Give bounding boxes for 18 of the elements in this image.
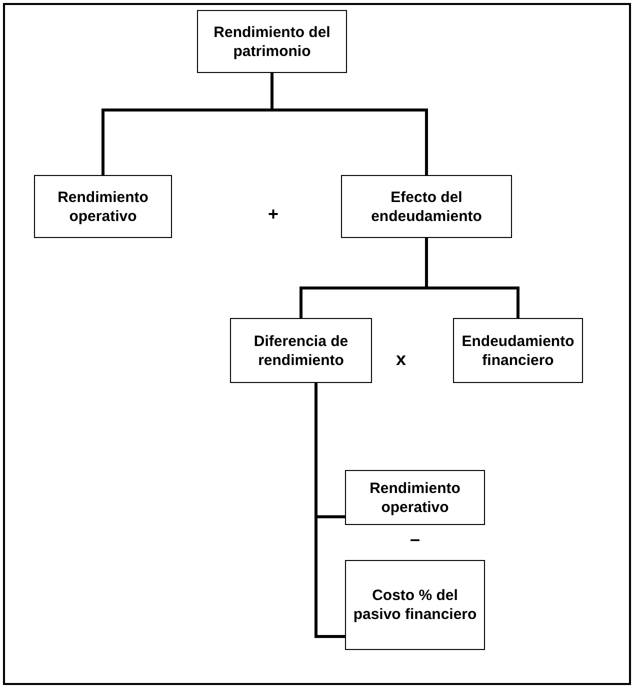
box-label: Rendimiento del patrimonio — [212, 22, 332, 60]
process-box — [345, 560, 485, 650]
operator-sign: x — [396, 350, 406, 368]
box-label: Costo % del pasivo financiero — [352, 586, 478, 624]
operator-sign: – — [410, 530, 420, 548]
box-label: Rendimiento operativo — [56, 188, 150, 226]
operator-sign: + — [268, 205, 279, 223]
process-box — [230, 318, 372, 383]
process-box — [345, 470, 485, 525]
process-box — [453, 318, 583, 383]
process-box — [197, 10, 347, 73]
box-label: Diferencia de rendimiento — [252, 332, 350, 370]
process-box — [341, 175, 512, 238]
box-label: Rendimiento operativo — [368, 478, 462, 516]
connector-line — [314, 383, 345, 638]
box-label: Efecto del endeudamiento — [370, 188, 483, 226]
box-label: Endeudamiento financiero — [460, 332, 576, 370]
process-box — [34, 175, 172, 238]
